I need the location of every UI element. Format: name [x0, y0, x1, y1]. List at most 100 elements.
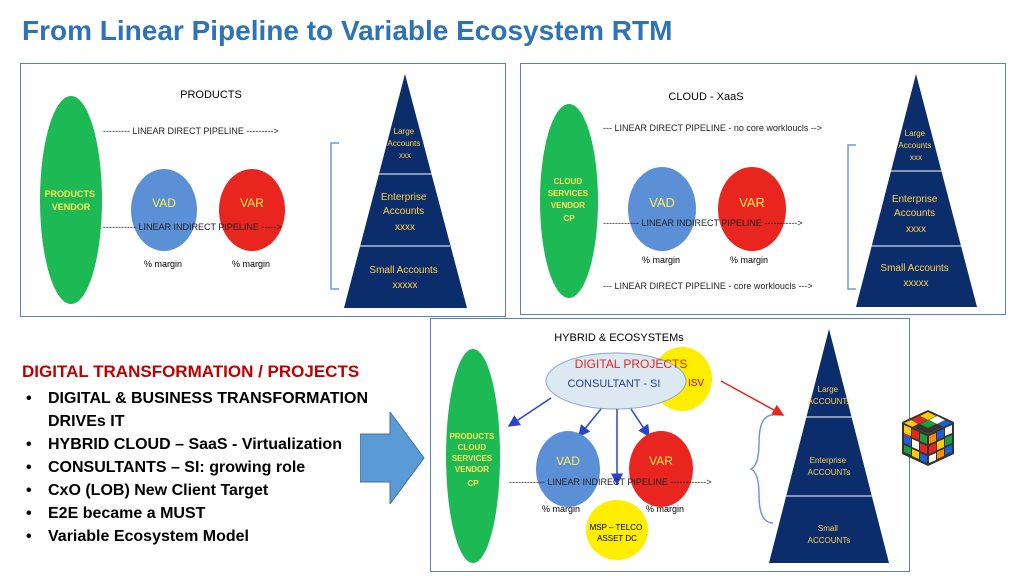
svg-text:PRODUCTS VENDOR: PRODUCTS VENDOR	[44, 189, 97, 212]
vad-margin: % margin	[542, 504, 580, 514]
accounts-pyramid	[856, 74, 977, 307]
direct-pipeline-label: --- LINEAR DIRECT PIPELINE - no core wor…	[603, 123, 822, 133]
svg-text:Large Accounts xxx: Large Accounts xxx	[898, 129, 933, 162]
products-heading: PRODUCTS	[180, 89, 242, 101]
accounts-bracket	[847, 144, 856, 290]
products-vendor-ellipse[interactable]	[40, 96, 102, 304]
digital-projects-label: DIGITAL PROJECTS	[575, 357, 688, 371]
bullet-item: CONSULTANTS – SI: growing role	[22, 456, 402, 479]
cloud-vendor-ellipse[interactable]	[540, 104, 598, 298]
vad-label: VAD	[152, 196, 176, 210]
msp-label: MSP – TELCO	[590, 523, 643, 532]
hybrid-vendor-ellipse[interactable]	[446, 349, 500, 563]
var-margin: % margin	[232, 259, 270, 269]
transformation-heading: DIGITAL TRANSFORMATION / PROJECTS	[22, 362, 360, 381]
direct-pipeline-label: --------- LINEAR DIRECT PIPELINE -------…	[103, 126, 279, 136]
consultant-node[interactable]	[545, 352, 687, 410]
cloud-vendor-label: VENDOR	[551, 201, 585, 210]
hybrid-heading: HYBRID & ECOSYSTEMs	[554, 332, 684, 344]
pyramid-middle-label: xxxx	[395, 222, 415, 233]
isv-label: ISV	[688, 378, 704, 389]
cloud-panel: CLOUD - XaaS CLOUD SERVICES VENDOR CP --…	[520, 63, 1006, 315]
arrow-to-vendor	[507, 397, 552, 427]
svg-text:Enterprise Accounts: Enterprise Accounts xxxx	[381, 192, 429, 233]
bullet-item: HYBRID CLOUD – SaaS - Virtualization	[22, 433, 402, 456]
var-label: VAR	[649, 454, 673, 468]
hybrid-panel: HYBRID & ECOSYSTEMs PRODUCTS CLOUD SERVI…	[430, 318, 910, 572]
hybrid-vendor-label: CLOUD	[458, 443, 487, 452]
var-node[interactable]	[718, 167, 786, 251]
transition-arrow-icon	[360, 412, 425, 504]
pyramid-middle-label: xxxx	[906, 224, 926, 235]
vad-margin: % margin	[144, 259, 182, 269]
var-margin: % margin	[646, 504, 684, 514]
svg-text:Small Accounts xxxxx: Small Accounts xxxxx	[880, 263, 951, 289]
cloud-heading: CLOUD - XaaS	[668, 91, 743, 103]
cloud-vendor-label: SERVICES	[548, 189, 589, 198]
indirect-pipeline-label: ------------ LINEAR INDIRECT PIPELINE --…	[509, 477, 712, 487]
accounts-bracket	[330, 142, 339, 290]
vad-label: VAD	[649, 195, 675, 210]
pyramid-bottom-label: xxxxx	[904, 278, 929, 289]
hybrid-vendor-label: CP	[467, 479, 479, 488]
svg-text:Small Accounts xxxxx: Small Accounts xxxxx	[369, 265, 440, 291]
pyramid-middle-label: Enterprise	[381, 192, 427, 203]
bullet-item: CxO (LOB) New Client Target	[22, 479, 402, 502]
pyramid-top-label: Large	[905, 129, 926, 138]
var-node[interactable]	[629, 431, 693, 507]
pyramid-middle-label: Accounts	[894, 208, 935, 219]
arrow-to-vad	[578, 408, 602, 438]
pyramid-middle-label: ACCOUNTs	[808, 468, 851, 477]
pyramid-middle-label: Enterprise	[810, 456, 847, 465]
products-panel: PRODUCTS PRODUCTS VENDOR --------- LINEA…	[20, 63, 506, 317]
direct-pipeline-core-label: --- LINEAR DIRECT PIPELINE - core worklo…	[603, 281, 813, 291]
pyramid-bottom-label: ACCOUNTs	[808, 536, 851, 545]
page-title: From Linear Pipeline to Variable Ecosyst…	[22, 15, 673, 46]
var-label: VAR	[739, 195, 765, 210]
accounts-brace	[749, 414, 774, 524]
pyramid-top-label: Large	[818, 385, 839, 394]
cloud-vendor-label: CLOUD	[554, 177, 583, 186]
accounts-pyramid	[344, 74, 467, 308]
var-margin: % margin	[730, 255, 768, 265]
svg-text:CLOUD SERVICES VEN: CLOUD SERVICES VENDOR CP	[548, 177, 591, 223]
vad-node[interactable]	[536, 431, 600, 507]
pyramid-top-label: xxx	[910, 153, 922, 162]
hybrid-vendor-label: SERVICES	[452, 454, 493, 463]
pyramid-top-label: ACCOUNTs	[808, 397, 851, 406]
var-node[interactable]	[219, 169, 285, 251]
svg-text:PRODUCTS CLOUD SER: PRODUCTS CLOUD SERVICES VENDOR CP	[449, 432, 496, 488]
vad-label: VAD	[556, 454, 580, 468]
hybrid-vendor-label: VENDOR	[455, 465, 489, 474]
vad-node[interactable]	[628, 167, 696, 251]
hybrid-vendor-label: PRODUCTS	[449, 432, 495, 441]
var-label: VAR	[240, 196, 264, 210]
pyramid-middle-label: Enterprise	[892, 194, 938, 205]
cloud-vendor-label: CP	[563, 214, 575, 223]
svg-text:Large Accounts xxx: Large Accounts xxx	[387, 127, 422, 160]
pyramid-bottom-label: Small Accounts	[880, 263, 948, 274]
svg-text:Large ACCOUNTs: Large ACCOUNTs	[808, 385, 851, 406]
arrow-to-accounts	[720, 380, 785, 416]
pyramid-top-label: xxx	[399, 151, 411, 160]
msp-label: ASSET DC	[597, 534, 637, 543]
svg-text:Enterprise ACCOUNTs: Enterprise ACCOUNTs	[808, 456, 851, 477]
pyramid-bottom-label: xxxxx	[393, 280, 418, 291]
products-vendor-label: VENDOR	[52, 202, 91, 212]
consultant-label: CONSULTANT - SI	[568, 378, 661, 390]
svg-text:Enterprise Accounts: Enterprise Accounts xxxx	[892, 194, 940, 235]
indirect-pipeline-label: ------------ LINEAR INDIRECT PIPELINE --…	[603, 218, 803, 228]
pyramid-top-label: Accounts	[898, 141, 931, 150]
arrow-to-var	[630, 408, 650, 438]
products-vendor-label: PRODUCTS	[44, 189, 95, 199]
pyramid-middle-label: Accounts	[383, 206, 424, 217]
rubiks-cube-icon	[902, 410, 954, 466]
msp-node[interactable]	[586, 500, 648, 560]
pyramid-top-label: Accounts	[387, 139, 420, 148]
bullet-item: DIGITAL & BUSINESS TRANSFORMATION DRIVEs…	[22, 387, 402, 433]
pyramid-top-label: Large	[394, 127, 415, 136]
bullet-item: E2E became a MUST	[22, 502, 402, 525]
vad-node[interactable]	[131, 169, 197, 251]
accounts-pyramid	[769, 329, 889, 563]
pyramid-bottom-label: Small Accounts	[369, 265, 437, 276]
